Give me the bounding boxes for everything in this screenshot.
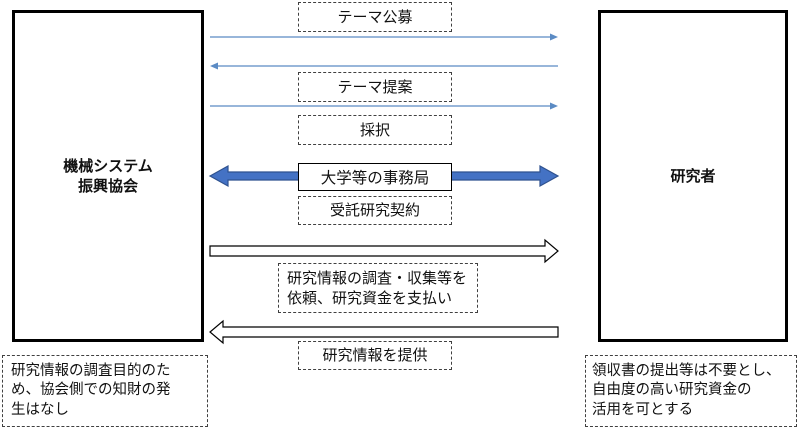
- provide-info-text: 研究情報を提供: [322, 346, 428, 365]
- arrow-theme-proposal: [210, 62, 558, 70]
- theme-proposal-text: テーマ提案: [337, 77, 413, 96]
- arrow-theme-call: [210, 33, 558, 41]
- arrow-provide-info: [209, 319, 559, 345]
- right-note-line1: 領収書の提出等は不要とし、: [592, 362, 781, 379]
- left-party-box: 機械システム 振興協会: [12, 10, 204, 342]
- left-note-line2: め、協会側での知財の発: [11, 382, 171, 399]
- left-note-line1: 研究情報の調査目的のた: [11, 362, 171, 379]
- right-note-line3: 活用を可とする: [592, 401, 694, 418]
- theme-proposal-label: テーマ提案: [298, 72, 452, 102]
- contract-text: 受託研究契約: [329, 201, 420, 220]
- theme-call-text: テーマ公募: [337, 7, 413, 26]
- right-party-box: 研究者: [598, 10, 788, 342]
- request-payment-label: 研究情報の調査・収集等を 依頼、研究資金を支払い: [278, 263, 478, 313]
- adoption-label: 採択: [298, 115, 452, 145]
- hub-label: 大学等の事務局: [298, 163, 452, 191]
- adoption-text: 採択: [359, 120, 390, 139]
- left-note: 研究情報の調査目的のた め、協会側での知財の発 生はなし: [2, 355, 208, 427]
- right-note: 領収書の提出等は不要とし、 自由度の高い研究資金の 活用を可とする: [585, 355, 797, 427]
- right-party-name: 研究者: [670, 166, 716, 185]
- request-payment-line1: 研究情報の調査・収集等を: [287, 268, 468, 287]
- arrow-adoption: [210, 102, 558, 110]
- left-note-line3: 生はなし: [11, 401, 69, 418]
- provide-info-label: 研究情報を提供: [298, 341, 452, 370]
- left-party-name-line1: 機械システム: [63, 156, 153, 175]
- left-party-name-line2: 振興協会: [77, 177, 138, 195]
- theme-call-label: テーマ公募: [298, 2, 452, 32]
- request-payment-line2: 依頼、研究資金を支払い: [287, 289, 453, 307]
- contract-label: 受託研究契約: [298, 196, 452, 225]
- arrow-request-payment: [209, 238, 559, 264]
- right-note-line2: 自由度の高い研究資金の: [592, 382, 752, 399]
- hub-text: 大学等の事務局: [320, 169, 430, 187]
